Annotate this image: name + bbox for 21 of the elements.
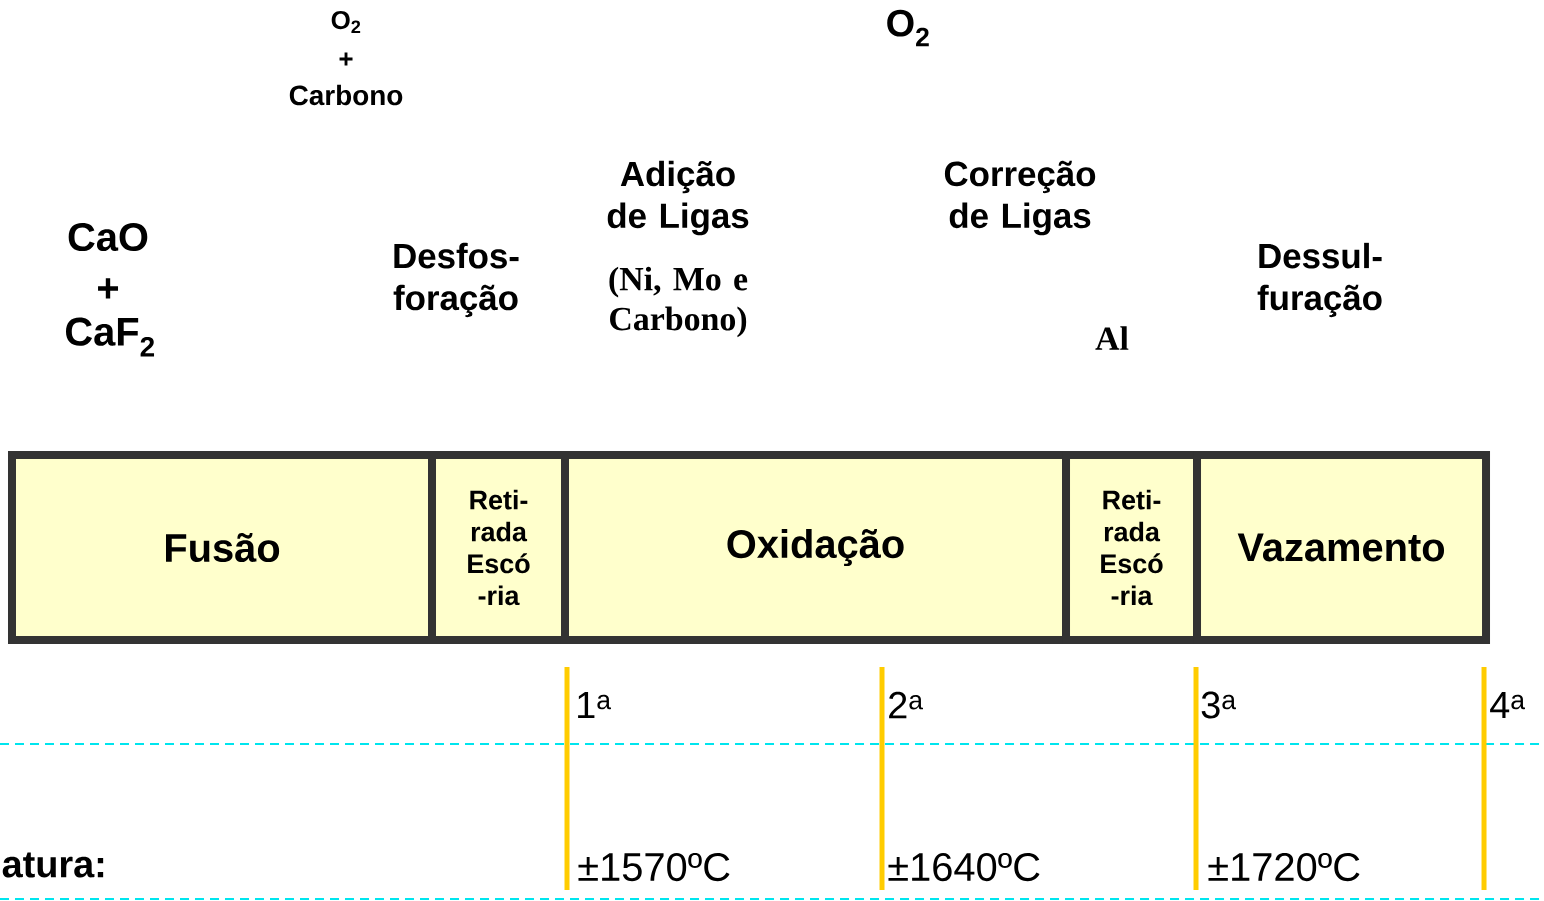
label-text: Adição de Ligas bbox=[607, 160, 749, 236]
label-text: Correção de Ligas bbox=[944, 160, 1096, 236]
label-text: Carbono bbox=[289, 84, 403, 106]
label-text: Dessul- furação bbox=[1257, 242, 1382, 318]
label-text: Al bbox=[1095, 326, 1129, 350]
label-text: O$_{2}$ bbox=[887, 9, 929, 47]
label-text: 4$^{a}$ bbox=[1490, 692, 1525, 719]
label-text: + bbox=[339, 52, 353, 66]
label-text: ±1720ºC bbox=[1208, 852, 1360, 882]
label-text: Desfos- foração bbox=[393, 242, 519, 318]
label-text: atura: bbox=[2, 852, 104, 878]
label-text: 2$^{a}$ bbox=[889, 691, 923, 719]
label-text: 3$^{a}$ bbox=[1201, 691, 1236, 719]
label-text: ±1640ºC bbox=[888, 852, 1040, 882]
label-text: ±1570ºC bbox=[578, 852, 730, 882]
label-text: (Ni, Mo e Carbono) bbox=[609, 266, 748, 338]
label-text: + bbox=[98, 278, 118, 299]
label-text: O$_{2}$ bbox=[331, 10, 361, 34]
label-text: 1$^{a}$ bbox=[578, 692, 611, 719]
label-text: CaF$_{2}$ bbox=[66, 317, 155, 357]
label-text: CaO bbox=[68, 222, 148, 252]
